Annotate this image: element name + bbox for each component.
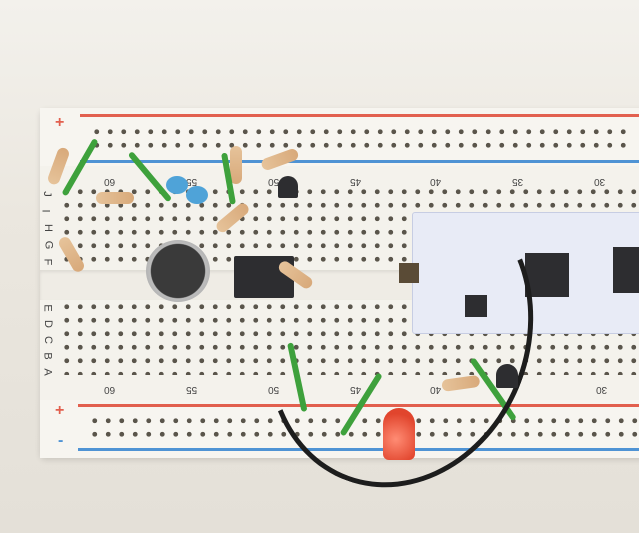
ceramic-capacitor-2 [186, 186, 208, 204]
resistor-2 [96, 192, 134, 204]
top-negative-line [80, 160, 639, 163]
bottom-negative-line [78, 448, 639, 451]
ceramic-capacitor-1 [166, 176, 188, 194]
col-number-30: 30 [594, 176, 606, 187]
bottom-rail-holes [88, 414, 638, 442]
row-label-a: A [41, 368, 54, 376]
col-number-30-lower: 30 [596, 384, 608, 395]
row-label-i: I [39, 209, 52, 213]
red-led [383, 408, 415, 460]
row-label-g: G [42, 240, 55, 250]
col-number-60-lower: 60 [104, 384, 116, 395]
col-number-45: 45 [350, 176, 362, 187]
row-label-c: C [41, 336, 54, 344]
usb-chip [613, 247, 639, 293]
transistor-1 [278, 176, 298, 198]
mcu-chip [525, 253, 569, 297]
row-label-h: H [41, 224, 54, 232]
electret-microphone [146, 240, 210, 302]
reset-button [399, 263, 419, 283]
microcontroller-board [399, 212, 639, 334]
row-label-d: D [41, 320, 54, 328]
top-positive-line [80, 114, 639, 117]
resistor-4 [230, 146, 242, 184]
top-plus-sign: + [55, 114, 65, 131]
col-number-35: 35 [512, 176, 524, 187]
top-rail-holes [90, 125, 630, 153]
regulator-chip [465, 295, 487, 317]
row-label-f: F [41, 258, 54, 266]
row-label-e: E [41, 304, 54, 312]
transistor-2 [496, 364, 518, 388]
bottom-minus-sign: - [58, 432, 64, 449]
row-label-j: J [40, 191, 53, 197]
col-number-60: 60 [104, 176, 116, 187]
col-number-55-lower: 55 [186, 384, 198, 395]
row-label-b: B [41, 352, 54, 360]
bottom-plus-sign: + [55, 402, 65, 419]
